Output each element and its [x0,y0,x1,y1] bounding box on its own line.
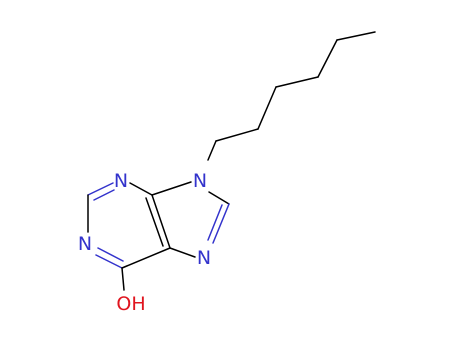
bond-n1-c6 [95,254,123,269]
bond-chain-2 [317,39,338,78]
bond-n3-c2-double [93,189,115,201]
atom-n1-label: N [78,233,92,255]
bond-c4-n9 [151,181,192,196]
bond-chain-5 [215,128,259,142]
bond-chain-3 [275,76,319,88]
bond-c4-n3 [129,182,153,196]
atom-n9-label: N [193,170,207,192]
bond-chain-6 [207,140,217,161]
bond-c5-c4 [151,194,171,249]
bond-chain-4 [257,86,277,130]
atom-o6-label: OH [116,293,145,315]
bond-n3-c2 [87,182,114,196]
bond-chain-1 [336,31,376,41]
bond-n9-c8 [208,191,230,205]
atom-n3-label: N [114,170,128,192]
bond-c8-n7 [212,203,230,244]
purine-ring [87,181,230,291]
bond-c6-o [121,267,125,291]
atom-n7-label: N [197,247,211,269]
bond-c6-c5 [121,247,171,269]
bond-n1-c6-double [97,247,124,262]
bond-c8-n7-double [207,204,223,241]
hexyl-chain [207,31,376,161]
bond-n7-c5 [169,247,196,258]
atom-labels: N N N N OH [78,170,211,315]
bond-c5-c4-double [145,197,164,247]
